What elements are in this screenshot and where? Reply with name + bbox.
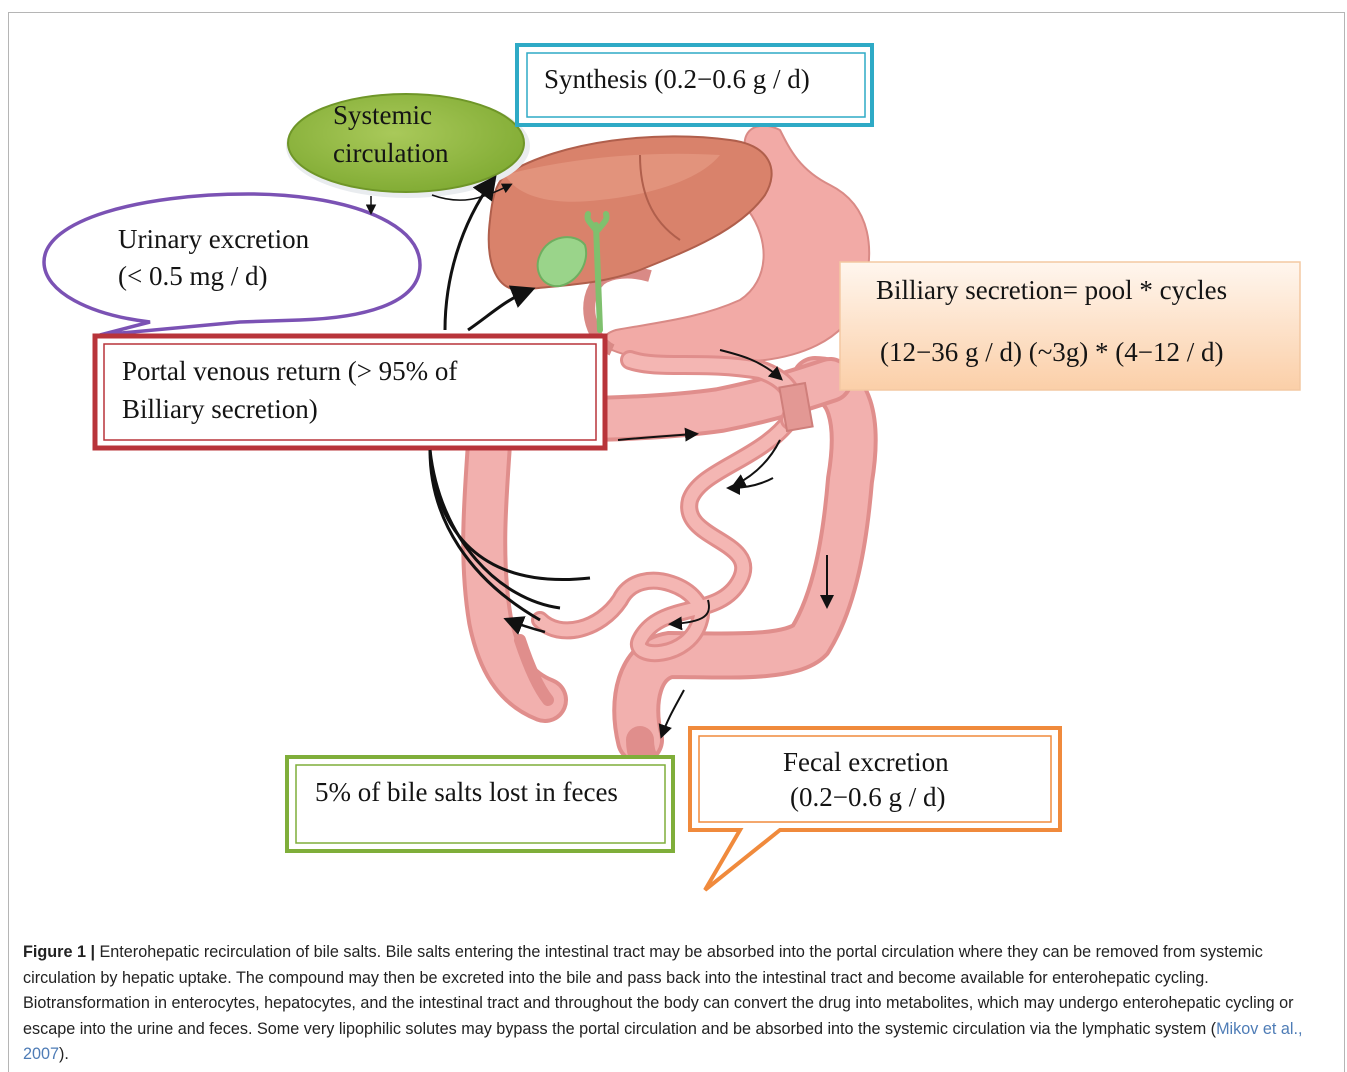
- systemic-label-line2: circulation: [333, 138, 448, 169]
- figure-caption: Figure 1 | Enterohepatic recirculation o…: [23, 940, 1335, 1068]
- biliary-label-line2: (12−36 g / d) (~3g) * (4−12 / d): [880, 337, 1224, 368]
- biliary-label-line1: Billiary secretion= pool * cycles: [876, 275, 1227, 306]
- systemic-label-line1: Systemic: [333, 100, 432, 131]
- synthesis-label: Synthesis (0.2−0.6 g / d): [544, 64, 810, 95]
- fecal-label-line1: Fecal excretion: [783, 747, 949, 778]
- portal-return-box: [95, 336, 605, 448]
- urinary-label-line2: (< 0.5 mg / d): [118, 261, 267, 292]
- portal-label-line2: Billiary secretion): [122, 394, 318, 425]
- fecal-label-line2: (0.2−0.6 g / d): [790, 782, 945, 813]
- caption-text: Enterohepatic recirculation of bile salt…: [23, 943, 1294, 1038]
- urinary-label-line1: Urinary excretion: [118, 224, 309, 255]
- feces-loss-label: 5% of bile salts lost in feces: [315, 777, 618, 808]
- enterohepatic-illustration: [0, 0, 1347, 930]
- figure-label: Figure 1 |: [23, 943, 95, 961]
- portal-label-line1: Portal venous return (> 95% of: [122, 356, 457, 387]
- caption-end: ).: [59, 1045, 69, 1063]
- liver: [489, 136, 772, 290]
